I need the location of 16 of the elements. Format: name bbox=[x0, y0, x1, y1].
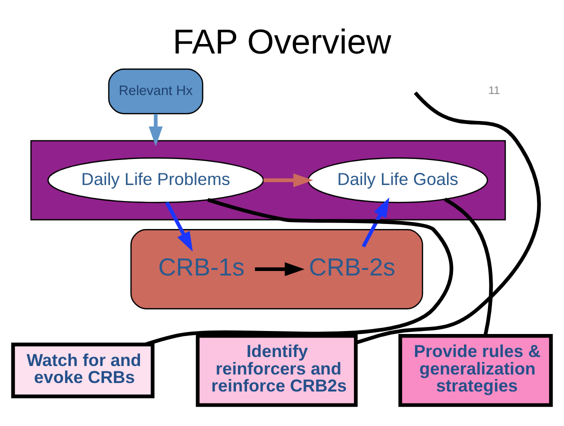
node-box: Watch for and evoke CRBs bbox=[11, 342, 154, 398]
diagram-title: FAP Overview bbox=[172, 24, 392, 62]
node-ellipse: Daily Life Goals bbox=[308, 157, 488, 204]
node-ellipse: Daily Life Problems bbox=[47, 157, 264, 204]
node-box: Provide rules & generalization strategies bbox=[398, 334, 553, 407]
connector bbox=[144, 198, 454, 346]
arrow bbox=[148, 114, 163, 146]
node-box: Identify reinforcers and reinforce CRB2s bbox=[196, 334, 358, 407]
arrow bbox=[264, 173, 314, 188]
connector bbox=[444, 198, 493, 336]
node-text: CRB-1s bbox=[158, 254, 245, 282]
arrow bbox=[254, 262, 305, 276]
node-box: Relevant Hx bbox=[108, 68, 204, 114]
connector bbox=[356, 92, 541, 344]
label: 11 bbox=[488, 85, 500, 98]
node-text: CRB-2s bbox=[308, 254, 396, 282]
